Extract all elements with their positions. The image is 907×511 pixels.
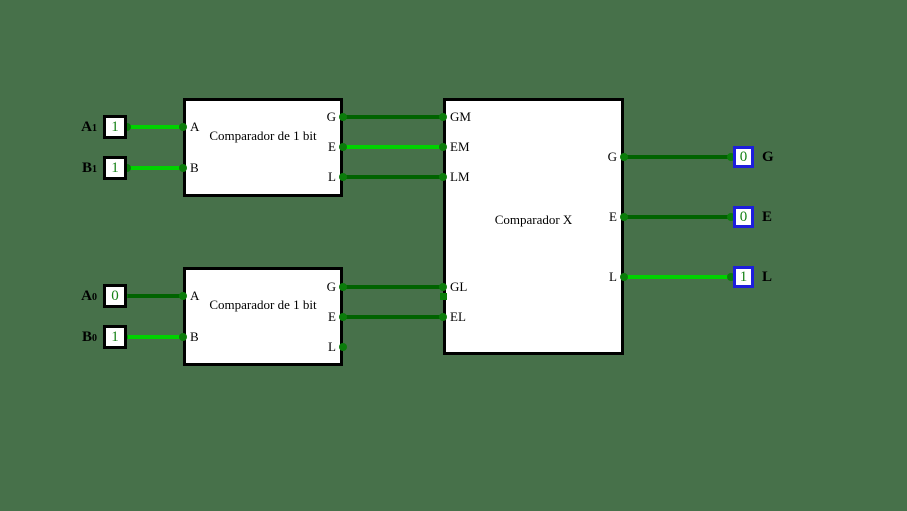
port-dot [620,153,628,161]
wire-end-dot [727,273,735,281]
subcircuit-box-comparator-1bit-bottom[interactable] [183,267,343,366]
port-label-b: B [190,329,199,344]
port-label-e: E [328,139,336,154]
output-pin-label-pin-e: E [762,209,773,225]
pin-value: 0 [111,287,119,304]
port-dot [620,273,628,281]
wire [343,115,443,119]
output-pin-g: 0 [733,146,754,168]
wire [343,145,443,149]
pin-label-main: A [81,288,92,304]
pin-label-main: B [81,160,92,176]
port-dot [339,283,347,291]
input-pin-a0[interactable]: 0 [103,284,127,308]
subcircuit-box-comparator-1bit-top[interactable] [183,98,343,197]
wire [127,125,183,129]
output-pin-label-pin-g: G [762,149,774,165]
output-pin-e: 0 [733,206,754,228]
pin-value: 1 [739,268,748,285]
pin-label-main: B [81,329,92,345]
wire [124,335,183,339]
pin-value: 1 [111,328,119,345]
input-pin-b1[interactable]: 1 [103,156,127,180]
wire-end-dot [123,123,131,131]
pin-value: 1 [111,118,119,135]
port-label-gl: GL [450,279,468,294]
wire [624,275,733,279]
port-dot [339,313,347,321]
subcircuit-label: Comparador X [494,212,573,227]
pin-value: 1 [111,159,119,176]
wire [624,155,733,159]
port-dot [439,113,447,121]
port-dot [339,173,347,181]
pin-label-sub: 0 [92,292,97,303]
port-label-g: G [607,149,617,164]
port-label-a: A [190,119,200,134]
wire [124,294,183,298]
port-dot [339,343,347,351]
subcircuit-label: Comparador de 1 bit [209,128,317,143]
port-label-b: B [190,160,199,175]
port-label-e: E [609,209,617,224]
wire [343,175,443,179]
port-dot [439,173,447,181]
port-dot [339,143,347,151]
port-label-l: L [328,339,336,354]
port-dot [439,143,447,151]
port-dot [179,292,187,300]
port-label-l: L [609,269,617,284]
port-label-g: G [326,279,336,294]
wire [343,285,443,289]
subcircuit-box-comparator-x[interactable] [443,98,624,355]
pin-label-main: A [81,119,92,135]
wire [127,166,183,170]
subcircuit-label: Comparador de 1 bit [209,297,317,312]
port-label-gm: GM [450,109,471,124]
pin-value: 0 [739,148,748,165]
pin-label-sub: 1 [92,164,97,175]
port-dot [339,113,347,121]
input-pin-label-pin-a0: A0 [67,287,97,305]
output-pin-label-pin-l: L [762,269,773,285]
wire-end-dot [727,153,735,161]
input-pin-b0[interactable]: 1 [103,325,127,349]
port-label-a: A [190,288,200,303]
port-dot [439,313,447,321]
port-label-em: EM [450,139,470,154]
pin-label-sub: 1 [92,123,97,134]
port-label-l: L [328,169,336,184]
wire [343,315,443,319]
input-pin-label-pin-a1: A1 [67,118,97,136]
port-dot [439,283,447,291]
pin-label-sub: 0 [92,333,97,344]
port-dot [620,213,628,221]
port-dot [179,164,187,172]
unconnected-port-square [440,293,447,300]
port-label-el: EL [450,309,466,324]
port-dot [179,333,187,341]
port-label-lm: LM [450,169,470,184]
port-label-e: E [328,309,336,324]
wire [624,215,733,219]
port-label-g: G [326,109,336,124]
wire-end-dot [123,164,131,172]
input-pin-label-pin-b0: B0 [67,328,97,346]
input-pin-a1[interactable]: 1 [103,115,127,139]
input-pin-label-pin-b1: B1 [67,159,97,177]
port-dot [179,123,187,131]
wire-end-dot [727,213,735,221]
output-pin-l: 1 [733,266,754,288]
pin-value: 0 [739,208,748,225]
